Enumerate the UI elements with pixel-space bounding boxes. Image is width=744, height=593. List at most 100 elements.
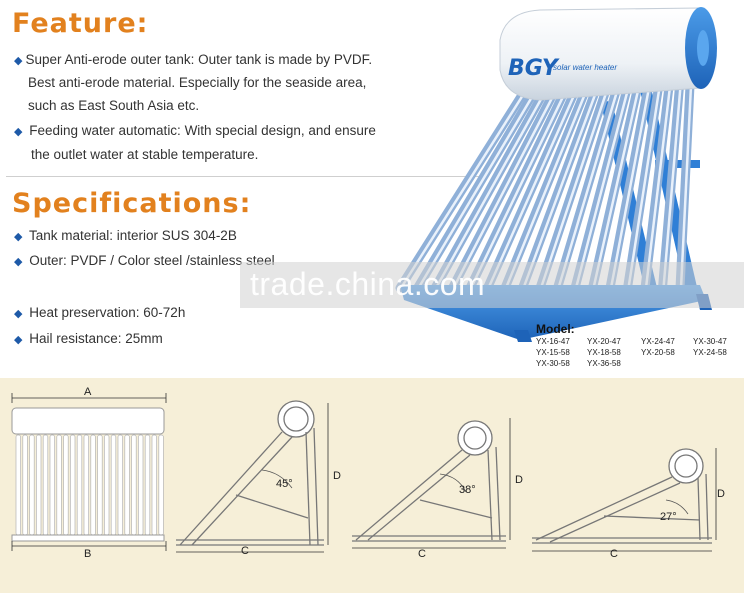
feature-line: such as East South Asia etc. <box>28 98 200 113</box>
diamond-bullet-icon: ◆ <box>14 231 23 243</box>
dimension-c-label: C <box>610 548 618 560</box>
angle-label: 38° <box>459 484 476 496</box>
tube-highlight <box>662 85 682 289</box>
diamond-bullet-icon: ◆ <box>14 334 23 346</box>
tube-highlight <box>557 89 619 289</box>
diamond-bullet-icon: ◆ <box>14 256 23 268</box>
front-tube <box>110 434 117 536</box>
watermark-text: trade.china.com <box>250 266 486 302</box>
angle-label: 27° <box>660 511 677 523</box>
model-cell: YX-30-47 <box>693 337 727 346</box>
brand-tagline: solar water heater <box>553 63 617 72</box>
tube-highlight <box>574 88 630 289</box>
front-tube <box>131 434 137 536</box>
section-divider <box>6 176 486 177</box>
front-tube <box>138 434 144 536</box>
tube-highlight <box>434 93 546 289</box>
front-tube <box>63 434 69 536</box>
model-cell: YX-24-58 <box>693 348 727 357</box>
feature-bullet-2: ◆ Feeding water automatic: With special … <box>14 123 376 138</box>
model-cell: YX-24-47 <box>641 337 675 346</box>
frame-foot <box>514 330 532 342</box>
watermark-band <box>240 262 744 308</box>
side-view-27-diagram <box>532 448 712 544</box>
tube-highlight <box>644 86 672 289</box>
front-tube <box>124 434 130 536</box>
spec-text: Tank material: interior SUS 304-2B <box>28 228 237 243</box>
feature-bullet-1: ◆Super Anti-erode outer tank: Outer tank… <box>14 52 372 67</box>
model-cell: YX-18-58 <box>587 348 621 357</box>
feature-text: Super Anti-erode outer tank: Outer tank … <box>25 52 373 67</box>
front-tube <box>36 434 42 536</box>
front-tube <box>56 434 62 536</box>
spec-item: ◆ Outer: PVDF / Color steel /stainless s… <box>14 253 275 268</box>
tube-highlight <box>679 85 693 289</box>
tube-highlight <box>627 87 661 289</box>
side-view-38-diagram <box>352 420 506 542</box>
spec-text: Heat preservation: 60-72h <box>29 305 186 320</box>
dimension-c-label: C <box>418 548 426 560</box>
angle-label: 45° <box>276 478 293 490</box>
diamond-bullet-icon: ◆ <box>14 308 23 320</box>
brand-logo: BGY <box>508 56 560 81</box>
feature-text: Feeding water automatic: With special de… <box>29 123 376 138</box>
spec-item: ◆ Tank material: interior SUS 304-2B <box>14 228 237 243</box>
model-title: Model: <box>536 322 575 336</box>
side-view-45-diagram <box>176 400 324 546</box>
front-tube <box>117 434 123 536</box>
front-tank <box>11 407 165 435</box>
dimension-c-label: C <box>241 545 249 557</box>
front-tube <box>158 434 164 536</box>
tube-highlight <box>452 92 556 289</box>
dimension-d-label: D <box>515 474 523 486</box>
model-cell: YX-20-47 <box>587 337 621 346</box>
front-tube <box>15 434 21 536</box>
tube-highlight <box>417 93 535 289</box>
front-tube <box>83 434 89 536</box>
model-cell: YX-16-47 <box>536 337 570 346</box>
tube-highlight <box>609 87 651 289</box>
dimension-b-label: B <box>84 548 92 560</box>
front-base <box>11 534 165 542</box>
specifications-heading: Specifications: <box>12 188 252 219</box>
tube-highlight <box>469 92 567 289</box>
front-tube <box>70 434 76 536</box>
front-tubes <box>15 434 164 536</box>
model-cell: YX-30-58 <box>536 359 570 368</box>
feature-line: Best anti-erode material. Especially for… <box>28 75 367 90</box>
front-tube <box>97 434 103 536</box>
front-view-diagram <box>11 393 167 551</box>
spec-item: ◆ Hail resistance: 25mm <box>14 331 163 346</box>
vacuum-tubes <box>395 80 695 293</box>
spec-text: Hail resistance: 25mm <box>29 331 163 346</box>
tube-highlight <box>399 94 525 289</box>
dimension-a-label: A <box>84 386 92 398</box>
front-tube <box>29 434 35 536</box>
feature-line: the outlet water at stable temperature. <box>31 147 259 162</box>
tube-highlight <box>522 90 598 289</box>
model-cell: YX-20-58 <box>641 348 675 357</box>
front-tube <box>42 434 49 536</box>
front-tube <box>104 434 110 536</box>
tube-highlight <box>487 91 577 289</box>
front-tube <box>49 434 55 536</box>
tube-highlight <box>539 89 609 289</box>
model-cell: YX-36-58 <box>587 359 621 368</box>
dimension-d-label: D <box>717 488 725 500</box>
spec-item: ◆ Heat preservation: 60-72h <box>14 305 185 320</box>
front-tube <box>90 434 96 536</box>
model-cell: YX-15-58 <box>536 348 570 357</box>
diamond-bullet-icon: ◆ <box>14 55 23 67</box>
diamond-bullet-icon: ◆ <box>14 126 23 138</box>
front-tube <box>22 434 28 536</box>
tube-highlight <box>592 88 640 289</box>
front-tube <box>144 434 151 536</box>
front-tube <box>76 434 83 536</box>
feature-heading: Feature: <box>12 8 149 39</box>
spec-text: Outer: PVDF / Color steel /stainless ste… <box>29 253 275 268</box>
dimension-d-label: D <box>333 470 341 482</box>
tank-cap-center <box>697 30 709 66</box>
tube-highlight <box>504 90 588 289</box>
front-tube <box>151 434 157 536</box>
